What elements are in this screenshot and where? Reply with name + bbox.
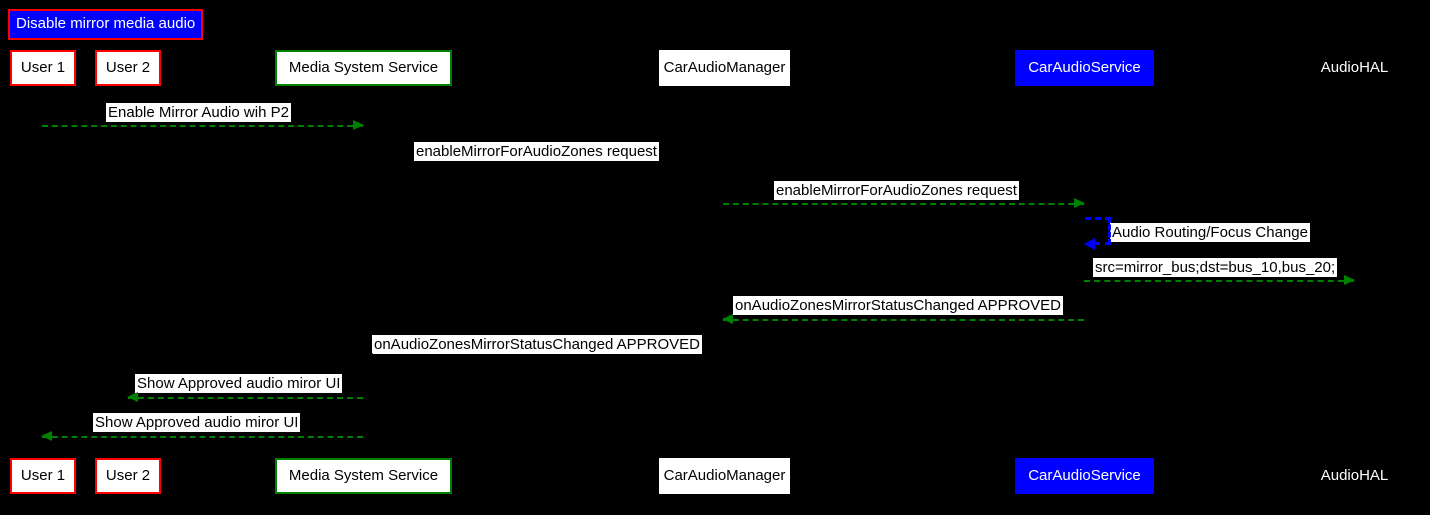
lifeline-user1 — [42, 86, 43, 458]
message-label-m1: Enable Mirror Audio wih P2 — [106, 103, 291, 122]
message-arrow-m1 — [42, 120, 364, 131]
arrow-line — [363, 164, 724, 166]
message-arrow-m2 — [363, 159, 725, 170]
arrow-line — [128, 397, 363, 399]
diagram-title: Disable mirror media audio — [8, 9, 204, 40]
participant-audio_hal[interactable]: AudioHAL — [1305, 50, 1404, 86]
message-label-m8: Show Approved audio miror UI — [135, 374, 343, 393]
arrow-line — [1084, 280, 1354, 282]
participant-label: User 2 — [105, 59, 151, 76]
participant-media_service[interactable]: Media System Service — [275, 458, 452, 494]
lifeline-user2 — [128, 86, 129, 458]
message-label-m4: Audio Routing/Focus Change — [1110, 223, 1310, 242]
self-call-arrow-m4 — [1084, 217, 1120, 250]
participant-car_audio_mgr[interactable]: CarAudioManager — [659, 50, 790, 86]
arrow-line — [42, 125, 363, 127]
participant-car_audio_svc[interactable]: CarAudioService — [1015, 50, 1154, 86]
participant-media_service[interactable]: Media System Service — [275, 50, 452, 86]
participant-user2[interactable]: User 2 — [95, 458, 161, 494]
participant-label: AudioHAL — [1320, 467, 1389, 484]
self-call-arrowhead — [1084, 238, 1095, 250]
arrow-line — [42, 436, 363, 438]
message-label-m3: enableMirrorForAudioZones request — [774, 181, 1019, 200]
lifeline-car_audio_svc — [1084, 86, 1085, 458]
arrow-line — [723, 319, 1084, 321]
participant-label: User 1 — [20, 467, 66, 484]
arrow-head — [1074, 198, 1085, 208]
self-call-top-segment — [1085, 217, 1111, 220]
participant-user1[interactable]: User 1 — [10, 458, 76, 494]
participant-car_audio_svc[interactable]: CarAudioService — [1015, 458, 1154, 494]
participant-label: Media System Service — [288, 467, 439, 484]
arrow-head — [127, 392, 138, 402]
participant-user1[interactable]: User 1 — [10, 50, 76, 86]
arrow-head — [353, 120, 364, 130]
arrow-head — [362, 353, 373, 363]
participant-label: User 1 — [20, 59, 66, 76]
message-arrow-m3 — [723, 198, 1085, 209]
message-label-m2: enableMirrorForAudioZones request — [414, 142, 659, 161]
participant-car_audio_mgr[interactable]: CarAudioManager — [659, 458, 790, 494]
participant-label: Media System Service — [288, 59, 439, 76]
message-arrow-m9 — [41, 431, 363, 442]
lifeline-car_audio_mgr — [724, 86, 725, 458]
participant-label: CarAudioService — [1028, 59, 1141, 76]
message-label-m7: onAudioZonesMirrorStatusChanged APPROVED — [372, 335, 703, 354]
arrow-head — [41, 431, 52, 441]
participant-audio_hal[interactable]: AudioHAL — [1305, 458, 1404, 494]
participant-label: CarAudioService — [1028, 467, 1141, 484]
participant-label: User 2 — [105, 467, 151, 484]
message-arrow-m6 — [722, 314, 1084, 325]
participant-label: CarAudioManager — [663, 59, 786, 76]
message-arrow-m5 — [1084, 275, 1355, 286]
message-arrow-m8 — [127, 392, 363, 403]
message-label-m5: src=mirror_bus;dst=bus_10,bus_20; — [1093, 258, 1338, 277]
message-label-m6: onAudioZonesMirrorStatusChanged APPROVED — [733, 296, 1064, 315]
participant-label: CarAudioManager — [663, 467, 786, 484]
arrow-head — [1344, 275, 1355, 285]
self-call-bottom-segment — [1094, 242, 1111, 245]
lifeline-audio_hal — [1354, 86, 1355, 458]
participant-label: AudioHAL — [1320, 59, 1389, 76]
arrow-line — [363, 358, 724, 360]
arrow-line — [723, 203, 1084, 205]
arrow-head — [714, 159, 725, 169]
message-label-m9: Show Approved audio miror UI — [93, 413, 301, 432]
participant-user2[interactable]: User 2 — [95, 50, 161, 86]
lifeline-media_service — [363, 86, 364, 458]
message-arrow-m7 — [362, 353, 724, 364]
arrow-head — [722, 314, 733, 324]
self-call-right-segment — [1108, 217, 1111, 245]
